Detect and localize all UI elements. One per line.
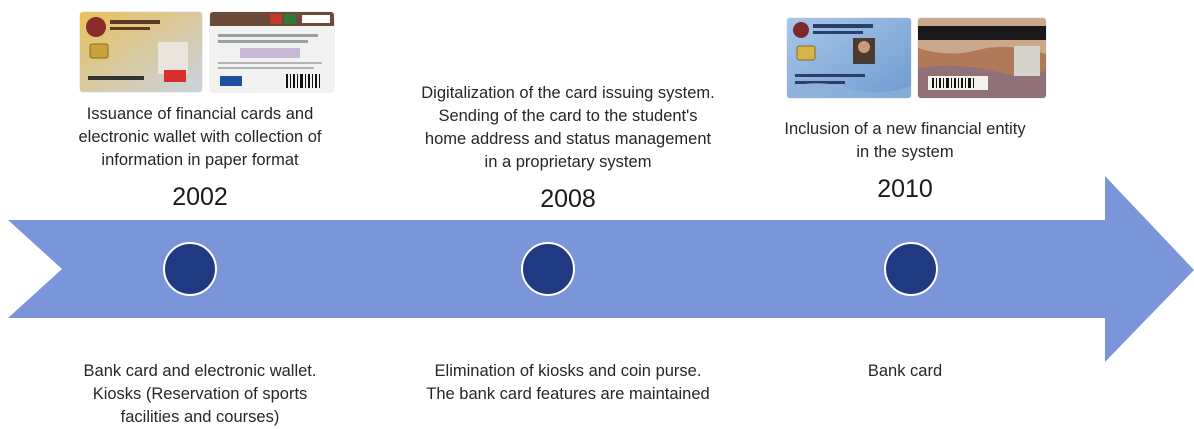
card-front-image: [80, 12, 202, 92]
milestone-description: Digitalization of the card issuing syste…: [421, 84, 715, 171]
milestone-features-2010: Bank card: [867, 362, 943, 380]
milestone-features-2008: Elimination of kiosks and coin purse. Th…: [426, 362, 710, 403]
milestone-2002: Issuance of financial cards and electron…: [40, 103, 360, 212]
card-back-image: [210, 12, 334, 92]
milestone-description: Inclusion of a new financial entity in t…: [784, 120, 1026, 161]
milestone-year: 2008: [540, 185, 596, 213]
milestone-year: 2002: [172, 183, 228, 211]
milestone-2010: Inclusion of a new financial entity in t…: [755, 118, 1055, 204]
card-front-image: [787, 18, 911, 98]
milestone-2008: Digitalization of the card issuing syste…: [388, 82, 748, 214]
milestone-dot-2008: [521, 242, 575, 296]
milestone-year: 2010: [877, 175, 933, 203]
milestone-dot-2010: [884, 242, 938, 296]
milestone-description: Issuance of financial cards and electron…: [78, 105, 322, 169]
milestone-dot-2002: [163, 242, 217, 296]
card-back-image: [918, 18, 1046, 98]
milestone-features-2002: Bank card and electronic wallet. Kiosks …: [83, 362, 317, 426]
